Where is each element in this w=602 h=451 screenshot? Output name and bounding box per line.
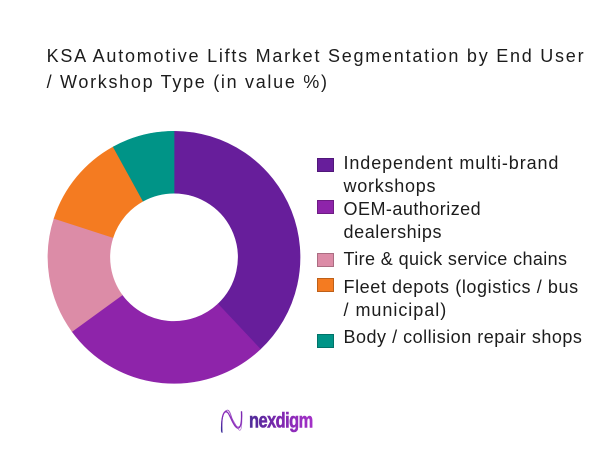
svg-text:nexdigm: nexdigm [249,408,313,431]
